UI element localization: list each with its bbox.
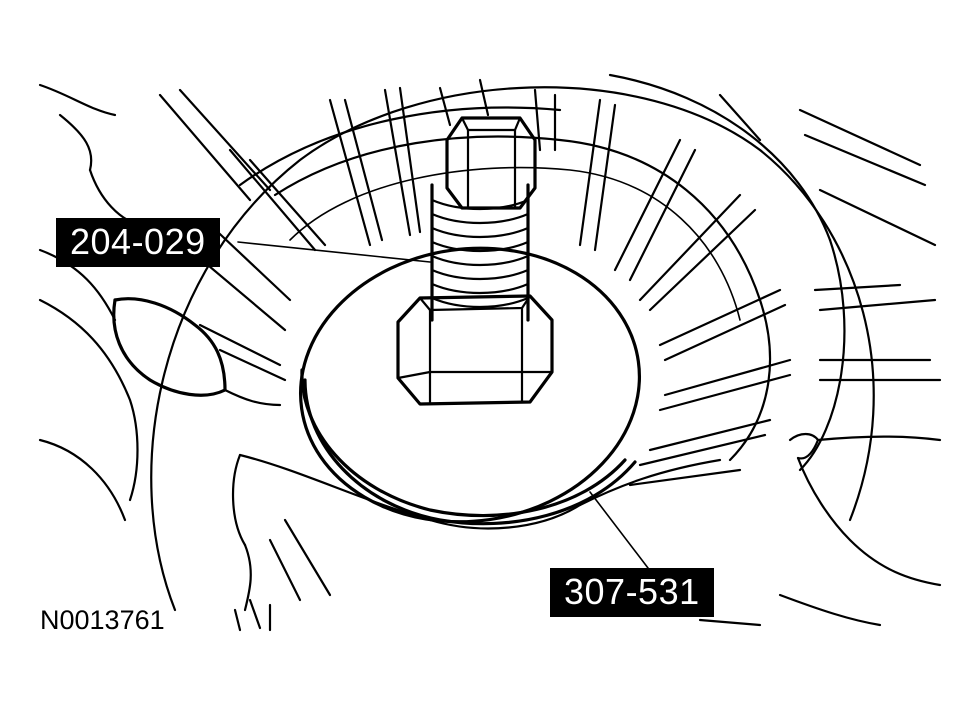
cooling-fins bbox=[158, 78, 942, 487]
leader-lines bbox=[237, 241, 649, 569]
lower-contour bbox=[238, 453, 722, 530]
installer-disc bbox=[298, 246, 642, 526]
left-casting bbox=[38, 83, 332, 632]
tool-label-204-029: 204-029 bbox=[56, 218, 220, 267]
figure-id: N0013761 bbox=[40, 605, 165, 635]
right-casting bbox=[698, 432, 942, 627]
hub-housing bbox=[150, 73, 875, 612]
threaded-bolt bbox=[396, 116, 554, 406]
tool-label-307-531: 307-531 bbox=[550, 568, 714, 617]
